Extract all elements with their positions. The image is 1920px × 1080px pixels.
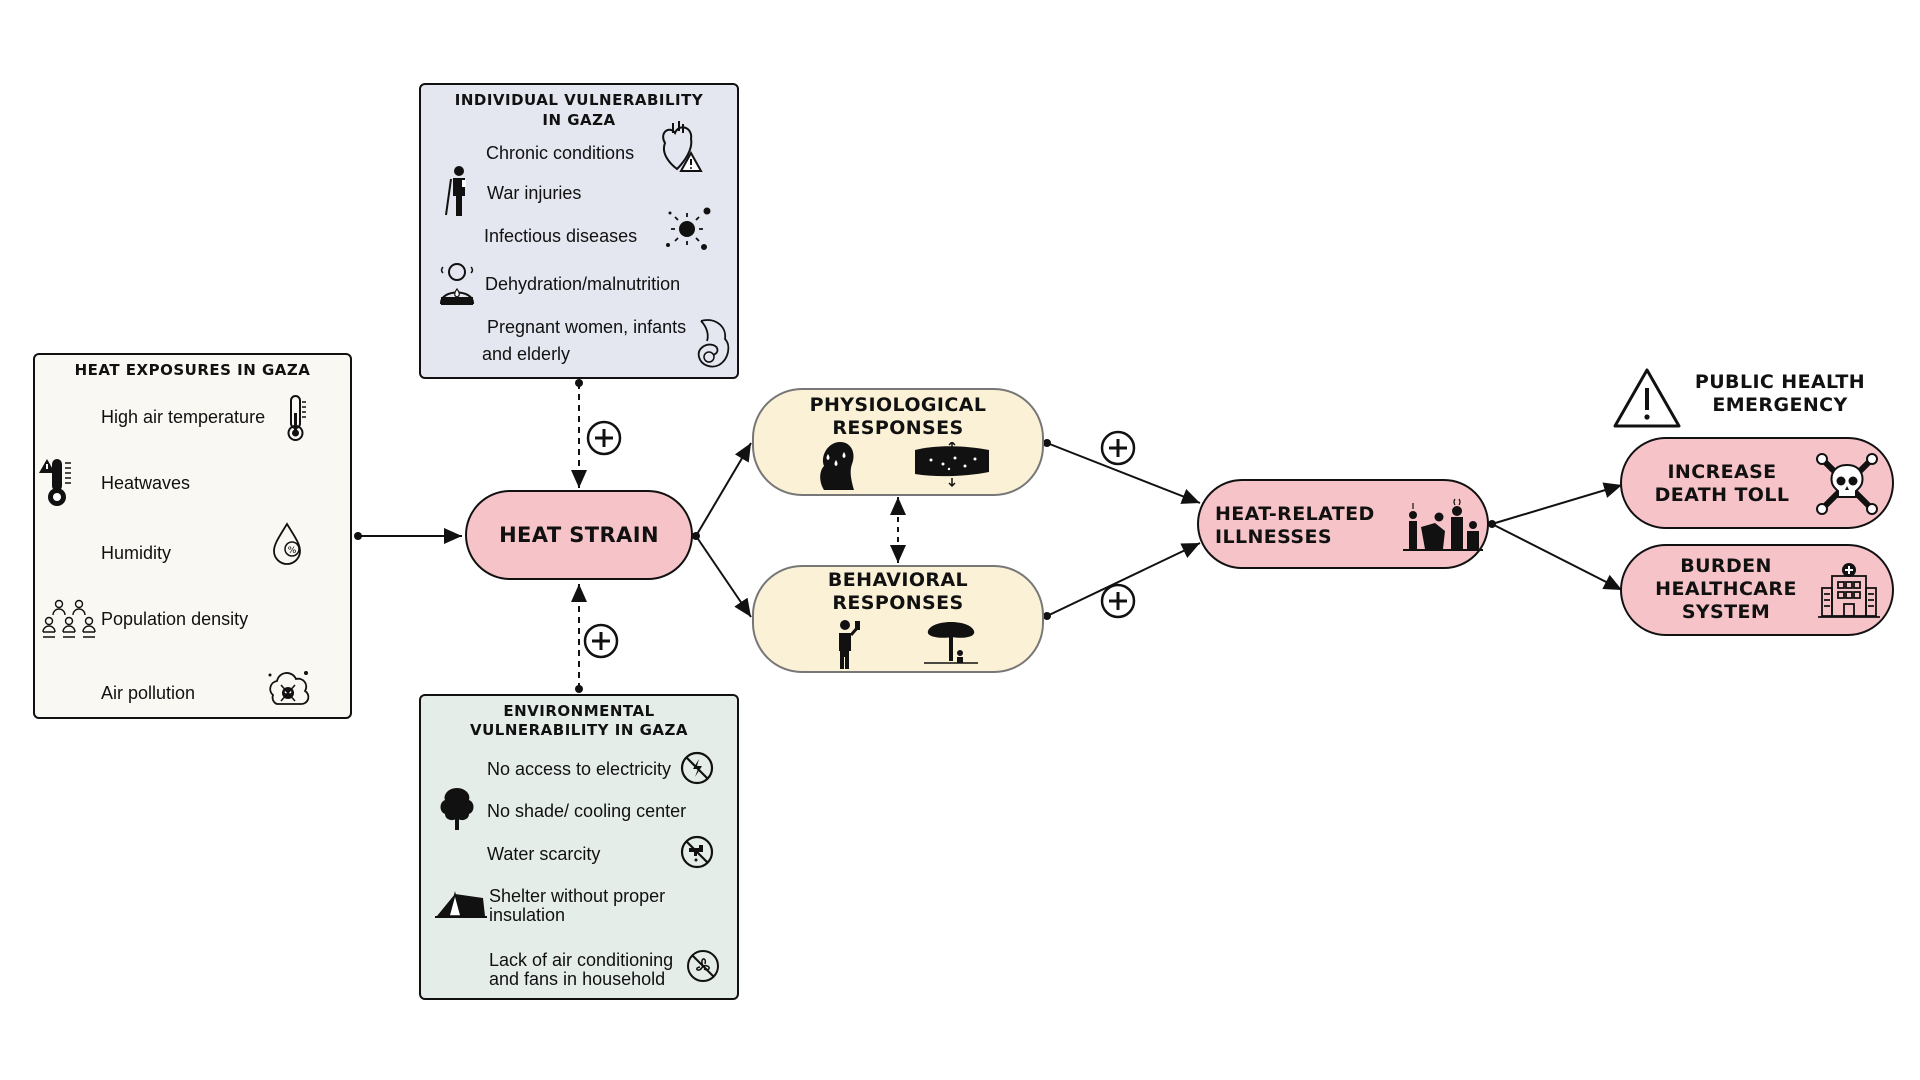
pollution-cloud-icon (268, 671, 310, 705)
environmental-vulnerability-box: ENVIRONMENTAL VULNERABILITY IN GAZA No a… (419, 694, 739, 1000)
vulnerability-item: War injuries (487, 183, 582, 203)
environment-item-cont: insulation (489, 905, 566, 925)
arrow-strain-to-responses (692, 442, 752, 618)
drinking-person-icon (839, 620, 860, 669)
vulnerability-item: Chronic conditions (486, 143, 635, 163)
exposure-item: Air pollution (101, 683, 196, 703)
illnesses-label-line2: ILLNESSES (1215, 526, 1332, 548)
physiological-responses-node: PHYSIOLOGICAL RESPONSES (752, 388, 1044, 496)
heat-exposures-box: HEAT EXPOSURES IN GAZA High air temperat… (33, 353, 352, 719)
arrow-individual-to-strain (571, 379, 587, 488)
healthcare-label-line3: SYSTEM (1681, 601, 1771, 623)
environment-item: No shade/ cooling center (487, 801, 687, 821)
death-label-line2: DEATH TOLL (1654, 484, 1790, 506)
heatwave-thermometer-icon (39, 459, 71, 506)
heat-strain-label: HEAT STRAIN (499, 523, 659, 547)
environment-item: Shelter without proper (489, 886, 666, 906)
increase-death-toll-node: INCREASE DEATH TOLL (1620, 437, 1894, 529)
behavioral-responses-node: BEHAVIORAL RESPONSES (752, 565, 1044, 673)
burden-healthcare-node: BURDEN HEALTHCARE SYSTEM (1620, 544, 1894, 636)
no-electricity-icon (680, 751, 714, 785)
individual-title-line2: IN GAZA (542, 111, 616, 129)
svg-text:%: % (288, 546, 297, 556)
vulnerability-item: Dehydration/malnutrition (485, 274, 681, 294)
public-health-emergency-line1: PUBLIC HEALTH (1694, 371, 1866, 393)
individual-vulnerability-box: INDIVIDUAL VULNERABILITY IN GAZA Chronic… (419, 83, 739, 379)
arrow-illnesses-to-outcomes (1488, 482, 1623, 591)
environment-item-cont: and fans in household (489, 969, 666, 989)
physiological-label-line2: RESPONSES (832, 417, 964, 439)
skin-icon (915, 442, 989, 488)
no-water-tap-icon (680, 835, 714, 869)
environment-item: No access to electricity (487, 759, 672, 779)
vulnerability-item: Pregnant women, infants (487, 317, 687, 337)
warning-triangle-icon (1613, 368, 1681, 428)
heart-warning-icon (662, 121, 703, 172)
hospital-icon (1818, 563, 1880, 618)
individual-title-line1: INDIVIDUAL VULNERABILITY (454, 91, 704, 109)
vulnerability-item: Infectious diseases (484, 226, 638, 246)
behavioral-label-line1: BEHAVIORAL (827, 569, 969, 591)
dehydrated-person-icon (439, 263, 475, 305)
environmental-title-line2: VULNERABILITY IN GAZA (469, 721, 689, 739)
exposure-item: Humidity (101, 543, 172, 563)
virus-icon (666, 207, 711, 250)
shade-tree-icon (924, 622, 978, 664)
arrow-exposure-to-strain (354, 528, 462, 544)
collapsing-people-icon (1403, 498, 1483, 551)
healthcare-label-line1: BURDEN (1680, 555, 1772, 577)
tent-icon (435, 891, 487, 918)
behavioral-label-line2: RESPONSES (832, 592, 964, 614)
plus-circle-icon (586, 420, 622, 456)
heat-strain-node: HEAT STRAIN (465, 490, 693, 580)
no-fan-icon (687, 950, 719, 982)
exposure-item: Population density (101, 609, 249, 629)
plus-circle-icon (1100, 430, 1136, 466)
exposure-item: Heatwaves (101, 473, 191, 493)
plus-circle-icon (583, 623, 619, 659)
plus-circle-icon (1100, 583, 1136, 619)
vulnerability-item-cont: and elderly (482, 344, 571, 364)
illnesses-label-line1: HEAT-RELATED (1215, 503, 1375, 525)
environment-item: Lack of air conditioning (489, 950, 674, 970)
population-icon (42, 599, 96, 638)
environment-item: Water scarcity (487, 844, 601, 864)
humidity-drop-icon: % (273, 522, 301, 565)
exposure-item: High air temperature (101, 407, 266, 427)
heat-related-illnesses-node: HEAT-RELATED ILLNESSES (1197, 479, 1489, 569)
heat-exposures-title: HEAT EXPOSURES IN GAZA (74, 361, 311, 379)
skull-crossbones-icon (1816, 453, 1878, 515)
thermometer-icon (287, 395, 306, 441)
crutch-person-icon (445, 166, 466, 216)
sweating-head-icon (820, 442, 854, 490)
healthcare-label-line2: HEALTHCARE (1655, 578, 1797, 600)
tree-icon (440, 788, 474, 830)
arrow-responses-to-illnesses (1043, 439, 1201, 620)
arrow-environment-to-strain (571, 584, 587, 693)
environmental-title-line1: ENVIRONMENTAL (503, 702, 655, 720)
death-label-line1: INCREASE (1667, 461, 1777, 483)
physiological-label-line1: PHYSIOLOGICAL (809, 394, 987, 416)
public-health-emergency-line2: EMERGENCY (1712, 394, 1848, 416)
mother-infant-icon (697, 319, 730, 368)
